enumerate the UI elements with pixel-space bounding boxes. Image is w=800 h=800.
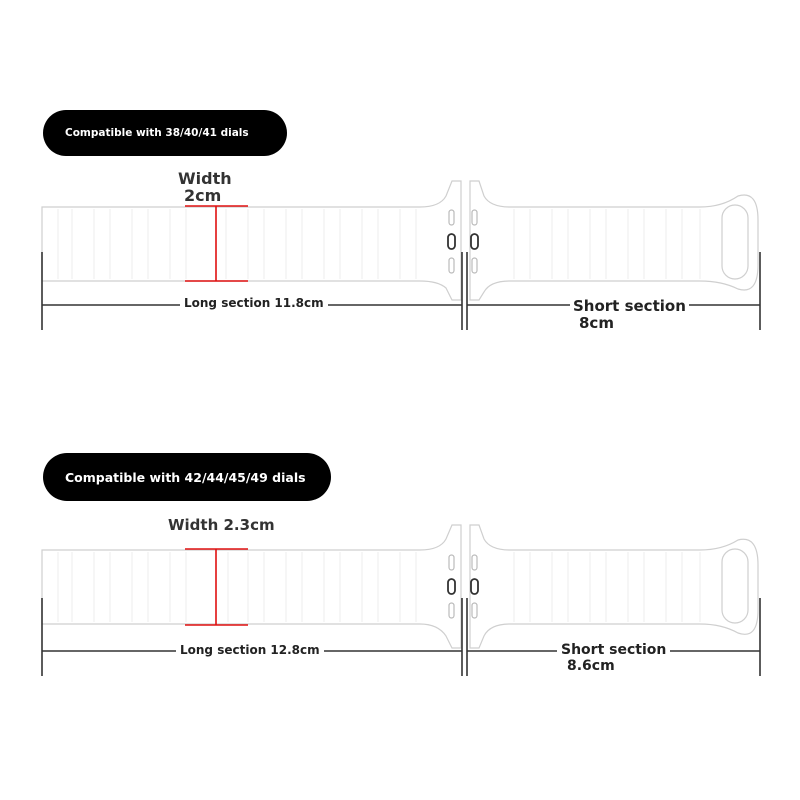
- width-label: Width 2.3cm: [168, 516, 275, 534]
- short-section-label: Short section 8cm: [570, 298, 689, 332]
- badge-text: Compatible with 38/40/41 dials: [65, 127, 249, 139]
- long-section-outline: [41, 524, 462, 649]
- short-section-label: Short section 8.6cm: [557, 642, 671, 674]
- compatibility-badge-small: Compatible with 38/40/41 dials: [43, 110, 287, 156]
- pin-button-right: [470, 578, 479, 595]
- short-section-title: Short section: [561, 642, 667, 658]
- width-label: Width 2cm: [178, 170, 232, 204]
- width-marker: [185, 205, 248, 282]
- width-marker: [185, 548, 248, 626]
- strap-hole: [721, 548, 749, 624]
- band-diagram-large: [41, 524, 761, 676]
- pin-button-left: [447, 233, 456, 250]
- band-diagram-small: [41, 180, 761, 330]
- strap-hole: [721, 204, 749, 280]
- long-section-label: Long section 11.8cm: [180, 296, 328, 310]
- long-section-label: Long section 12.8cm: [176, 643, 324, 657]
- short-section-outline: [469, 524, 759, 649]
- short-section-value: 8cm: [579, 314, 614, 332]
- short-section-outline: [469, 180, 759, 301]
- pin-button-right: [470, 233, 479, 250]
- long-section-outline: [41, 180, 462, 301]
- short-section-value: 8.6cm: [567, 658, 615, 674]
- width-label-title: Width: [178, 169, 232, 188]
- short-section-title: Short section: [573, 297, 686, 315]
- width-label-value: 2cm: [184, 186, 222, 205]
- compatibility-badge-large: Compatible with 42/44/45/49 dials: [43, 453, 331, 501]
- pin-button-left: [447, 578, 456, 595]
- badge-text: Compatible with 42/44/45/49 dials: [65, 469, 306, 485]
